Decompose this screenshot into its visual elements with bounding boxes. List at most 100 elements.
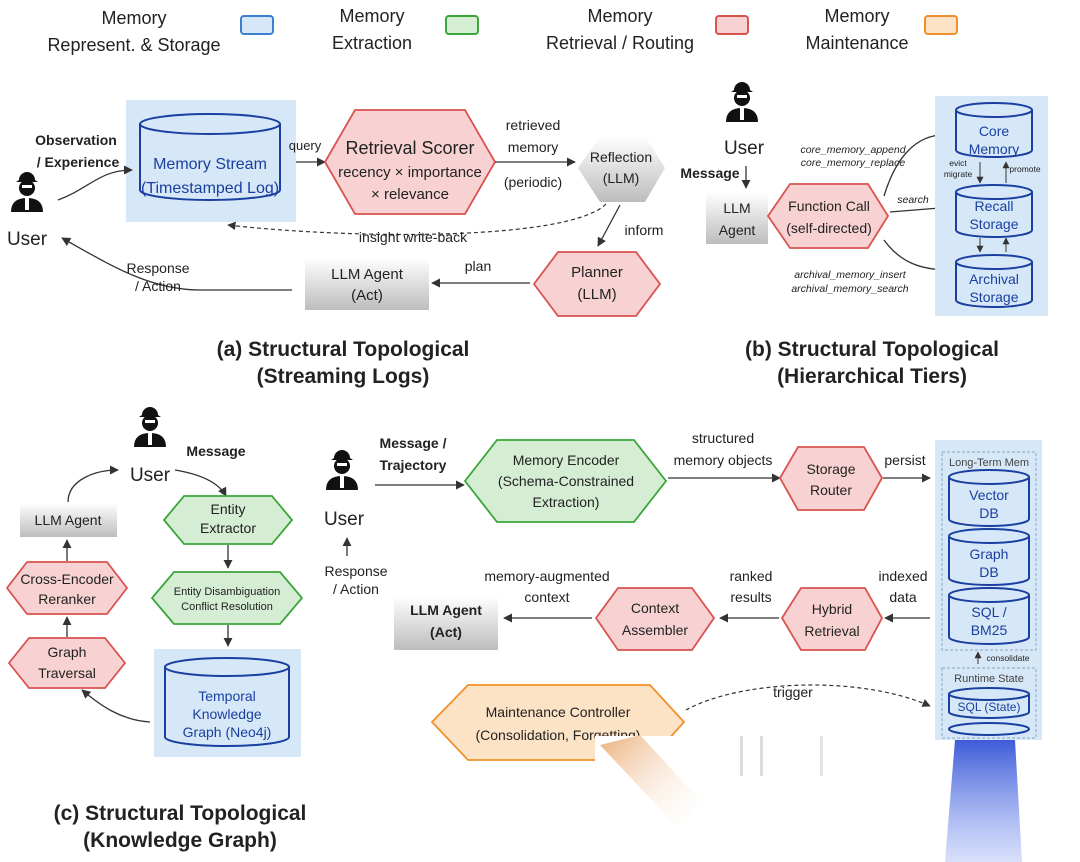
- plan-label: plan: [465, 258, 491, 274]
- memory-stream-bg: [126, 100, 296, 222]
- retrieved-label: retrieved: [506, 117, 560, 133]
- artifact-stripe: [740, 736, 743, 776]
- arrow-writeback: [227, 203, 607, 236]
- runtime-state-box: [941, 667, 1037, 739]
- arrow-agent-to-user: [67, 465, 119, 503]
- reflection-node: [578, 136, 665, 202]
- knowledge-graph-cylinder: [164, 657, 290, 747]
- action-label: / Action: [333, 581, 379, 597]
- arrow-obs-to-stream: [57, 165, 133, 201]
- recall-storage-line1: Recall: [975, 198, 1014, 214]
- legend-label: Memory: [587, 6, 652, 26]
- llm-agent-title: LLM Agent: [331, 266, 404, 283]
- archival-insert-label: archival_memory_insert: [794, 269, 907, 281]
- planner-node: [532, 251, 662, 317]
- writeback-label: insight write-back: [359, 229, 468, 245]
- data-label: data: [889, 589, 916, 605]
- user-label: User: [724, 138, 765, 159]
- artifact-stripe: [820, 736, 823, 776]
- message-label: Message: [186, 443, 245, 459]
- llm-agent-title: LLM Agent: [410, 602, 482, 618]
- storage-router-node: [778, 446, 884, 511]
- message-label: Message /: [380, 435, 447, 451]
- llm-agent-subtitle: (Act): [430, 624, 462, 640]
- evict-label: evict: [949, 158, 967, 168]
- core-replace-label: core_memory_replace: [801, 157, 906, 169]
- legend-label: Maintenance: [805, 33, 908, 53]
- panel-d: Message / Trajectory User Memory Encoder…: [324, 430, 1042, 862]
- search-label: search: [897, 194, 929, 206]
- artifact-blue-streak: [945, 740, 1022, 862]
- user-icon: [726, 82, 758, 122]
- caption-b-line2: (Hierarchical Tiers): [777, 365, 967, 388]
- llm-agent-line2: Agent: [719, 222, 756, 238]
- context-assembler-node: [594, 587, 716, 651]
- legend-label: Memory: [339, 6, 404, 26]
- knowledge-graph-line3: Graph (Neo4j): [183, 724, 272, 740]
- retrieval-scorer-formula2: × relevance: [371, 186, 449, 203]
- artifact-stripe: [760, 736, 763, 776]
- maintenance-controller-title: Maintenance Controller: [486, 704, 631, 720]
- user-icon: [134, 407, 166, 447]
- arrow-trigger: [685, 684, 931, 711]
- panel-b: User Message LLM Agent Function Call (se…: [680, 82, 1048, 388]
- entity-disambiguation-node: [150, 571, 304, 625]
- inform-label: inform: [625, 222, 664, 238]
- storage-router-line2: Router: [810, 482, 852, 498]
- legend-label: Retrieval / Routing: [546, 33, 694, 53]
- legend-maintenance: Memory Maintenance: [805, 6, 958, 53]
- recall-storage-line2: Storage: [969, 216, 1018, 232]
- vector-db-line2: DB: [979, 505, 998, 521]
- legend-swatch-blue: [240, 15, 274, 35]
- knowledge-graph-bg: [154, 649, 301, 757]
- knowledge-graph-line1: Temporal: [198, 688, 256, 704]
- promote-label: promote: [1009, 164, 1040, 174]
- hybrid-retrieval-node: [780, 587, 884, 651]
- function-call-title: Function Call: [788, 198, 870, 214]
- artifact-orange-streak: [600, 735, 700, 830]
- core-memory-line2: Memory: [969, 141, 1020, 157]
- user-label: User: [324, 509, 365, 530]
- long-term-mem-box: [941, 451, 1037, 651]
- response-label: Response: [324, 563, 387, 579]
- archival-search-label: archival_memory_search: [791, 283, 908, 295]
- memory-encoder-title: Memory Encoder: [513, 452, 620, 468]
- augmented-label: memory-augmented: [484, 568, 609, 584]
- core-append-label: core_memory_append: [800, 144, 906, 156]
- consolidate-label: consolidate: [986, 653, 1029, 663]
- ranked-label: ranked: [730, 568, 773, 584]
- indexed-label: indexed: [878, 568, 927, 584]
- tiers-bg: [935, 96, 1048, 316]
- panel-a: Observation / Experience User Memory Str…: [7, 100, 665, 388]
- graph-traversal-node: [7, 637, 127, 689]
- graph-traversal-line2: Traversal: [38, 665, 96, 681]
- memory-encoder-line3: Extraction): [533, 494, 600, 510]
- action-label: / Action: [135, 278, 181, 294]
- legend-swatch-orange: [924, 15, 958, 35]
- user-icon: [11, 172, 43, 212]
- reranker-line1: Cross-Encoder: [20, 571, 114, 587]
- caption-a-line2: (Streaming Logs): [257, 365, 430, 388]
- runtime-cylinder-partial: [948, 722, 1030, 736]
- observation-label: Observation: [35, 132, 117, 148]
- memory-objects-label: memory objects: [674, 452, 773, 468]
- graph-traversal-line1: Graph: [48, 644, 87, 660]
- arrow-kg-to-traversal: [81, 689, 151, 723]
- legend-label: Represent. & Storage: [47, 35, 220, 55]
- arrow-response: [61, 237, 292, 291]
- legend-label: Memory: [101, 8, 166, 28]
- memory-encoder-node: [463, 439, 668, 523]
- recall-storage-cylinder: [955, 184, 1033, 238]
- archival-storage-cylinder: [955, 254, 1033, 308]
- memory-stream-subtitle: (Timestamped Log): [141, 180, 279, 197]
- graph-db-line1: Graph: [970, 546, 1009, 562]
- legend-label: Memory: [824, 6, 889, 26]
- memory-encoder-line2: (Schema-Constrained: [498, 473, 634, 489]
- reflection-title: Reflection: [590, 149, 652, 165]
- hybrid-retrieval-line2: Retrieval: [804, 623, 859, 639]
- core-memory-cylinder: [955, 102, 1033, 158]
- arrow-inform: [597, 204, 621, 247]
- experience-label: / Experience: [37, 154, 120, 170]
- entity-disambiguation-line1: Entity Disambiguation: [174, 586, 280, 598]
- llm-agent-subtitle: (Act): [351, 287, 383, 304]
